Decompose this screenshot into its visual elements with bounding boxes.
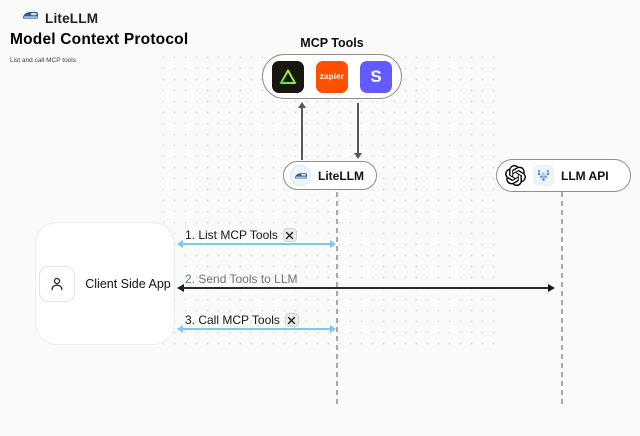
flow-3-label: 3. Call MCP Tools [185,313,299,327]
litellm-node-label: LiteLLM [318,168,364,183]
flow-2-arrow [177,283,555,293]
tools-icon [284,313,299,327]
flow-1-arrow [177,239,336,249]
arrow-down-head-icon [354,153,362,159]
stripe-icon: S [360,60,392,93]
brand-name: LiteLLM [45,10,99,26]
llm-api-node-label: LLM API [561,168,609,183]
page-subtitle: List and call MCP tools [10,57,76,64]
litellm-node: LiteLLM [283,161,377,190]
llm-provider-icon [533,165,554,186]
litellm-lifeline [336,192,338,408]
person-icon [39,265,76,302]
openai-icon [505,165,526,186]
stripe-letter: S [370,66,382,86]
arrow-litellm-to-mcp [297,102,307,160]
brand: LiteLLM [22,8,98,28]
client-side-app-label: Client Side App [85,276,171,291]
llm-api-lifeline [561,192,563,408]
arrow-up-head-icon [298,102,306,108]
page-title: Model Context Protocol [10,31,189,48]
zapier-icon: zapier [316,60,348,93]
zapier-wordmark: zapier [319,72,345,81]
arrow-mcp-to-litellm [353,103,363,159]
litellm-logo-icon [22,8,39,28]
client-side-app-node: Client Side App [35,222,175,345]
llm-api-node: LLM API [496,159,631,192]
tools-icon [282,228,297,242]
mcp-tools-label: MCP Tools [300,36,364,50]
litellm-node-logo-icon [290,165,311,186]
triangle-tool-icon [272,60,304,93]
flow-2-label: 2. Send Tools to LLM [185,272,298,286]
flow-1-label: 1. List MCP Tools [185,228,297,242]
flow-3-arrow [177,324,336,334]
mcp-tools-node: zapier S [262,54,402,99]
